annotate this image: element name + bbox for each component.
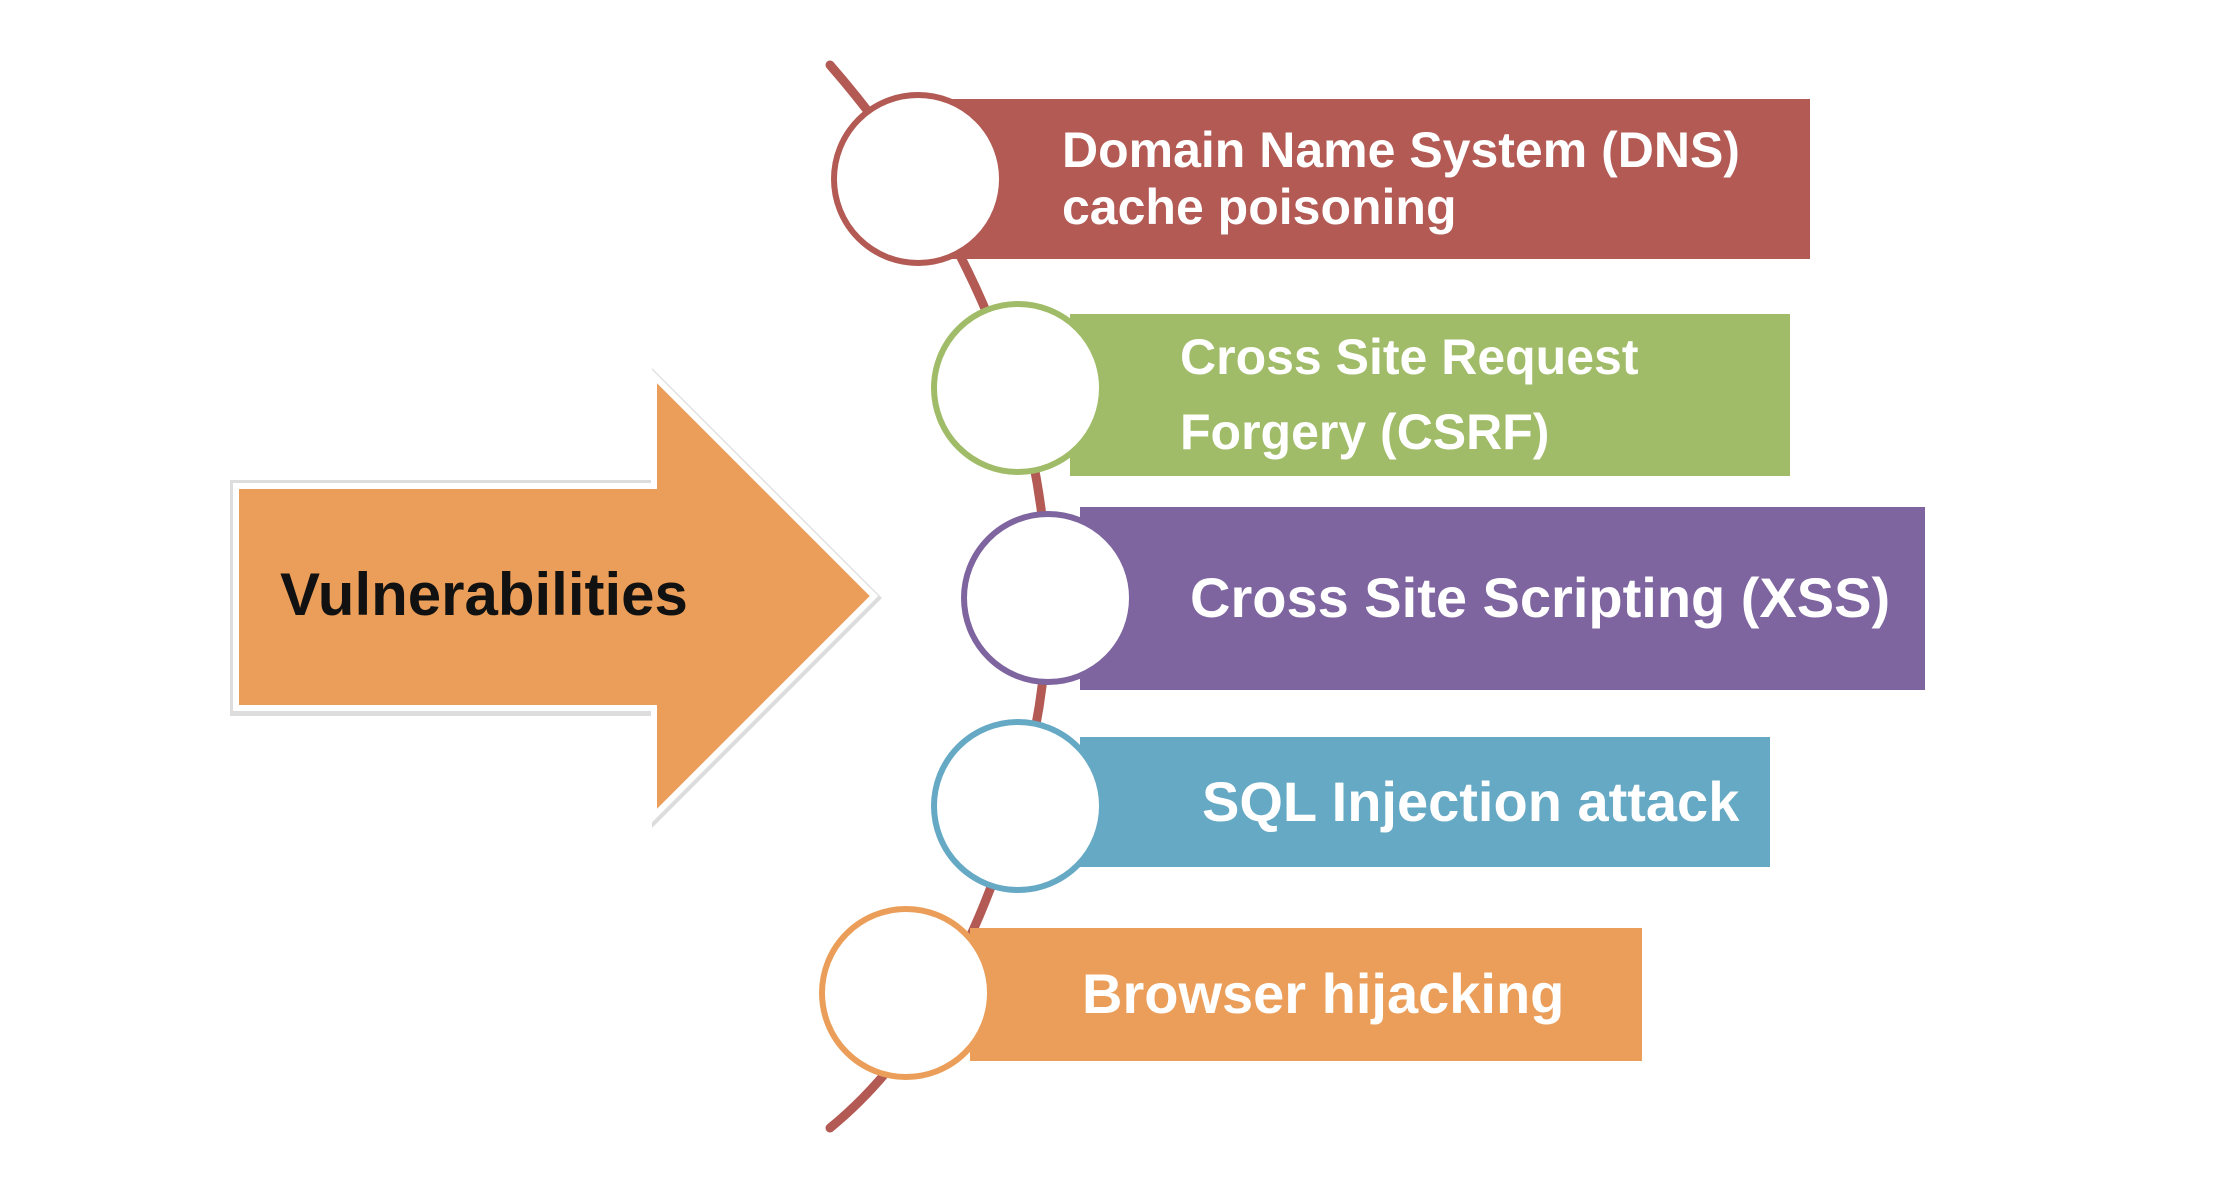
item-bar-sql: SQL Injection attack — [1080, 737, 1770, 867]
circle-marker-csrf — [931, 301, 1105, 475]
item-text-csrf-line2: Forgery (CSRF) — [1180, 404, 1550, 460]
item-text-csrf-line1: Cross Site Request — [1180, 329, 1639, 385]
circle-marker-dns — [831, 92, 1005, 266]
item-text-dns-line1: Domain Name System (DNS) — [1062, 121, 1740, 178]
item-bar-dns: Domain Name System (DNS) cache poisoning — [940, 99, 1810, 259]
circle-marker-xss — [961, 511, 1135, 685]
circle-marker-browser — [819, 906, 993, 1080]
circle-marker-sql — [931, 719, 1105, 893]
vulnerabilities-label: Vulnerabilities — [280, 561, 688, 628]
vulnerabilities-arrow — [233, 368, 879, 824]
item-text-sql: SQL Injection attack — [1202, 769, 1740, 833]
item-bar-xss: Cross Site Scripting (XSS) — [1080, 507, 1925, 690]
item-bar-csrf: Cross Site Request Forgery (CSRF) — [1070, 314, 1790, 476]
item-text-xss: Cross Site Scripting (XSS) — [1190, 566, 1891, 630]
item-text-dns-line2: cache poisoning — [1062, 179, 1457, 235]
item-text-browser: Browser hijacking — [1082, 962, 1565, 1026]
item-bar-browser: Browser hijacking — [970, 928, 1642, 1061]
